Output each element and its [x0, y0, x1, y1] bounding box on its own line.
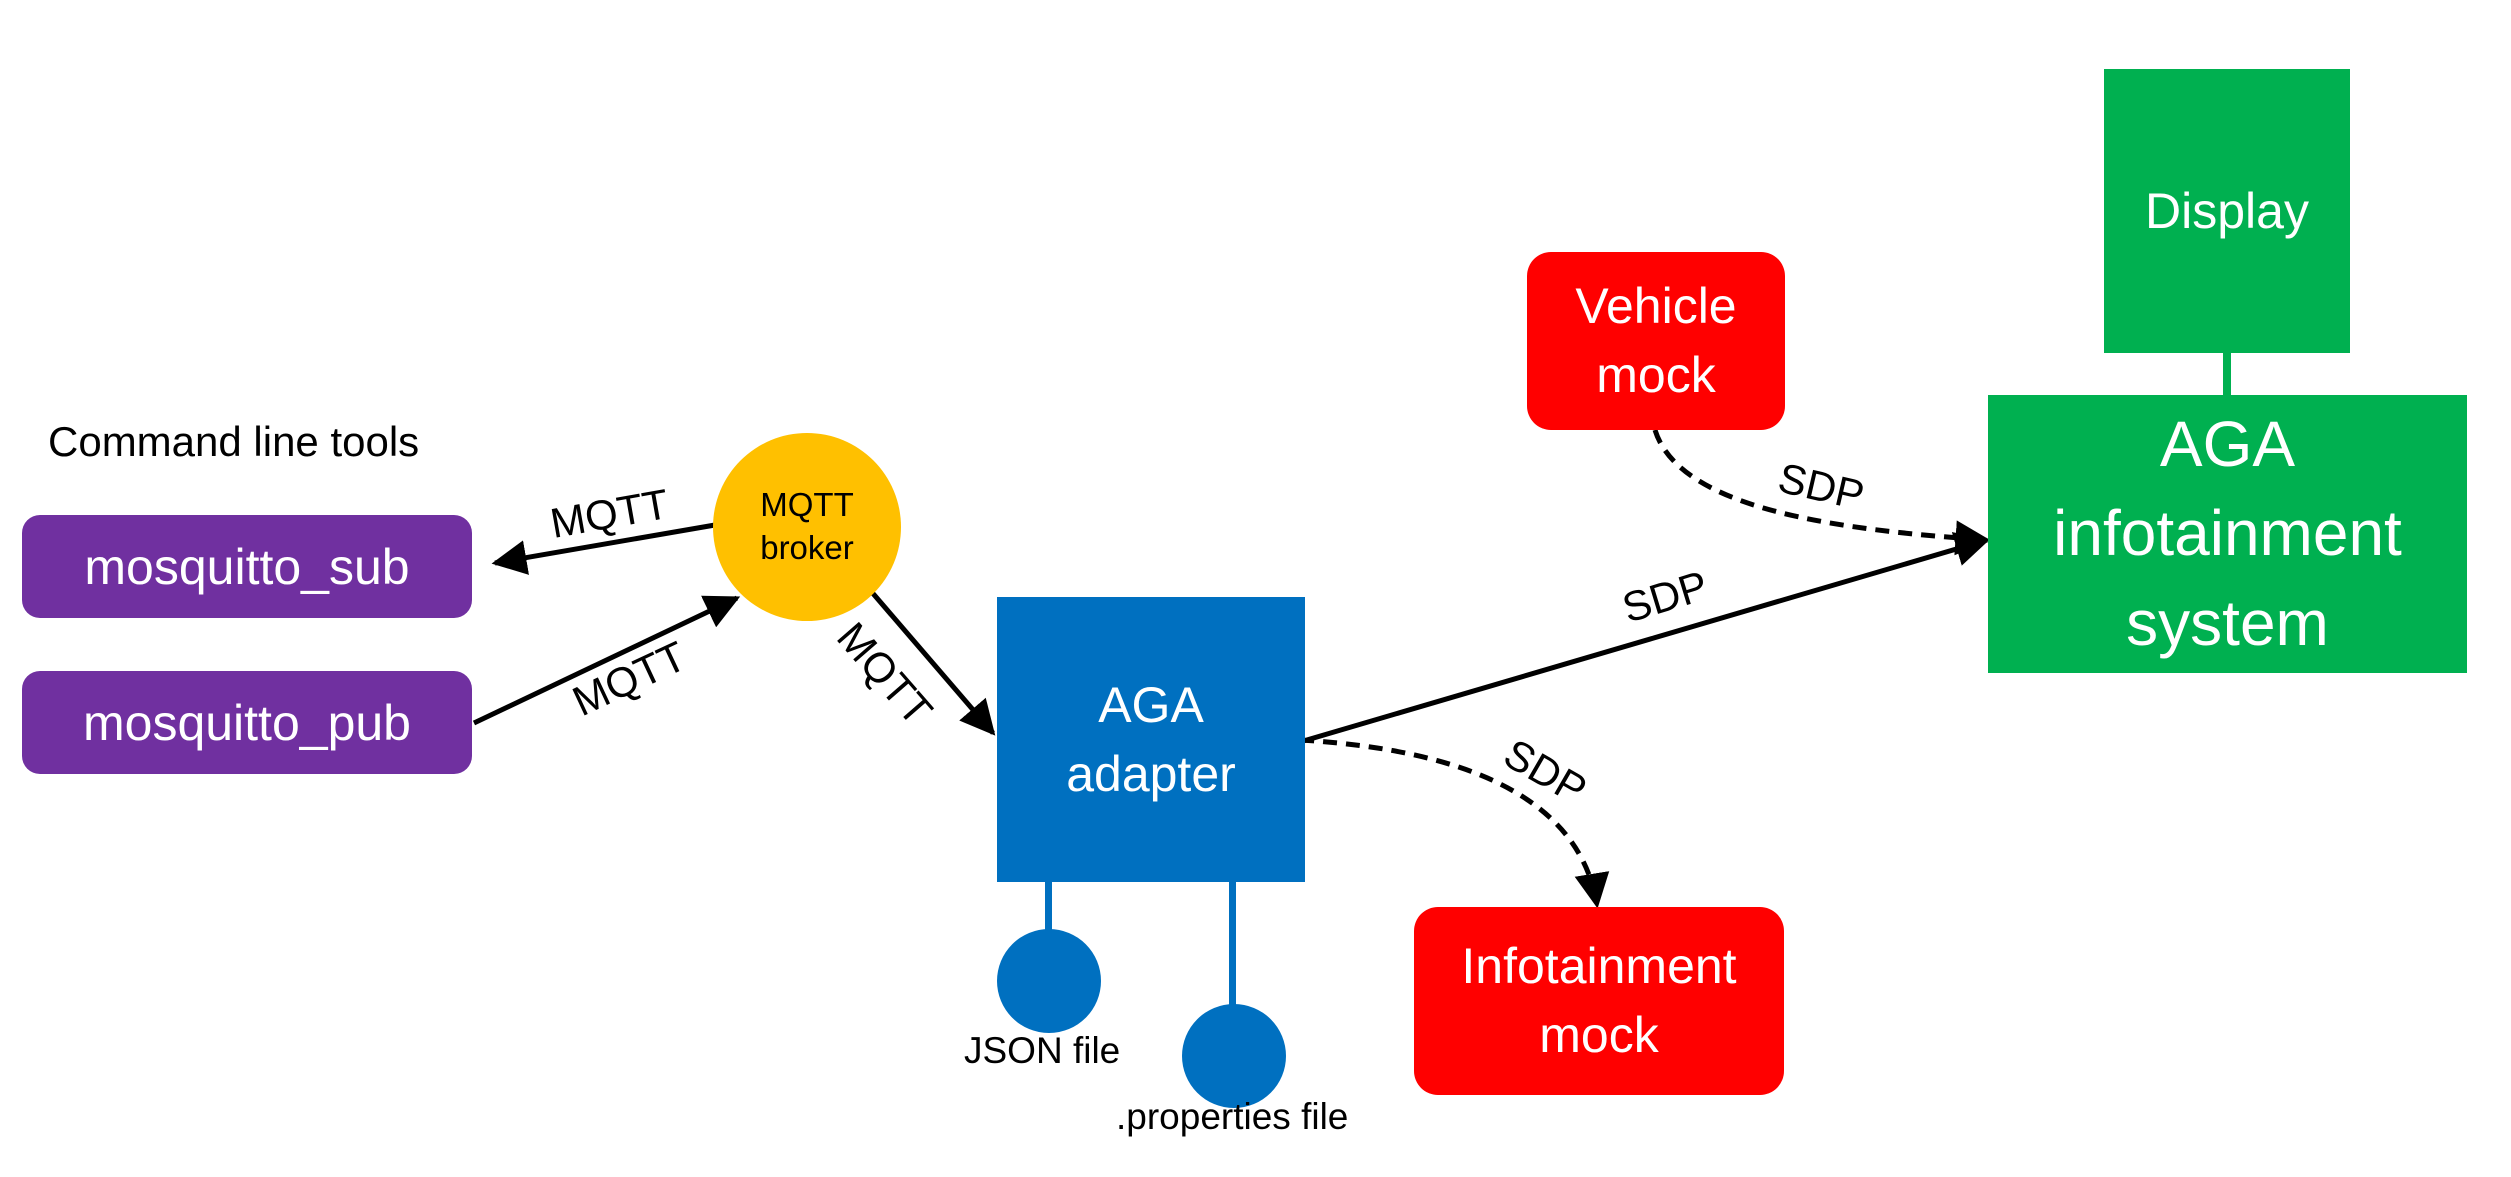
- aga-adapter-box[interactable]: AGA adapter: [997, 597, 1305, 882]
- properties-file-label: .properties file: [1116, 1096, 1349, 1137]
- json-file-port: [997, 929, 1101, 1033]
- command-line-tools-heading: Command line tools: [48, 418, 420, 465]
- edge-broker-to-adapter: [868, 588, 996, 736]
- json-file-stem: [1045, 880, 1052, 970]
- edge-vehicle-to-system: [1652, 429, 1991, 556]
- aga-adapter-label: AGA adapter: [1066, 676, 1236, 802]
- infotainment-mock-box[interactable]: Infotainment mock: [1414, 907, 1784, 1095]
- properties-file-stem: [1229, 880, 1236, 1010]
- vehicle-mock-box[interactable]: Vehicle mock: [1527, 252, 1785, 430]
- infotainment-mock-label: Infotainment mock: [1461, 938, 1737, 1063]
- mqtt-broker-node[interactable]: MQTT broker: [713, 433, 901, 621]
- mosquitto-pub-label: mosquitto_pub: [82, 694, 411, 751]
- vehicle-mock-label: Vehicle mock: [1575, 278, 1737, 403]
- mosquitto-pub-box[interactable]: mosquitto_pub: [22, 671, 472, 774]
- mqtt-broker-label: MQTT broker: [760, 486, 854, 566]
- aga-infotainment-system-box[interactable]: AGA infotainment system: [1988, 395, 2467, 673]
- properties-file-port: [1182, 1004, 1286, 1108]
- edge-adapter-to-system: [1299, 532, 1991, 745]
- json-file-label: JSON file: [964, 1030, 1121, 1071]
- display-box[interactable]: Display: [2104, 69, 2350, 353]
- mosquitto-sub-box[interactable]: mosquitto_sub: [22, 515, 472, 618]
- display-label: Display: [2145, 183, 2309, 239]
- edge-adapter-to-infotainment-mock: [1299, 737, 1610, 909]
- edge-broker-to-sub: [491, 522, 716, 575]
- edge-pub-to-broker: [472, 595, 741, 726]
- mosquitto-sub-label: mosquitto_sub: [84, 538, 410, 595]
- aga-infotainment-system-label: AGA infotainment system: [2053, 407, 2402, 659]
